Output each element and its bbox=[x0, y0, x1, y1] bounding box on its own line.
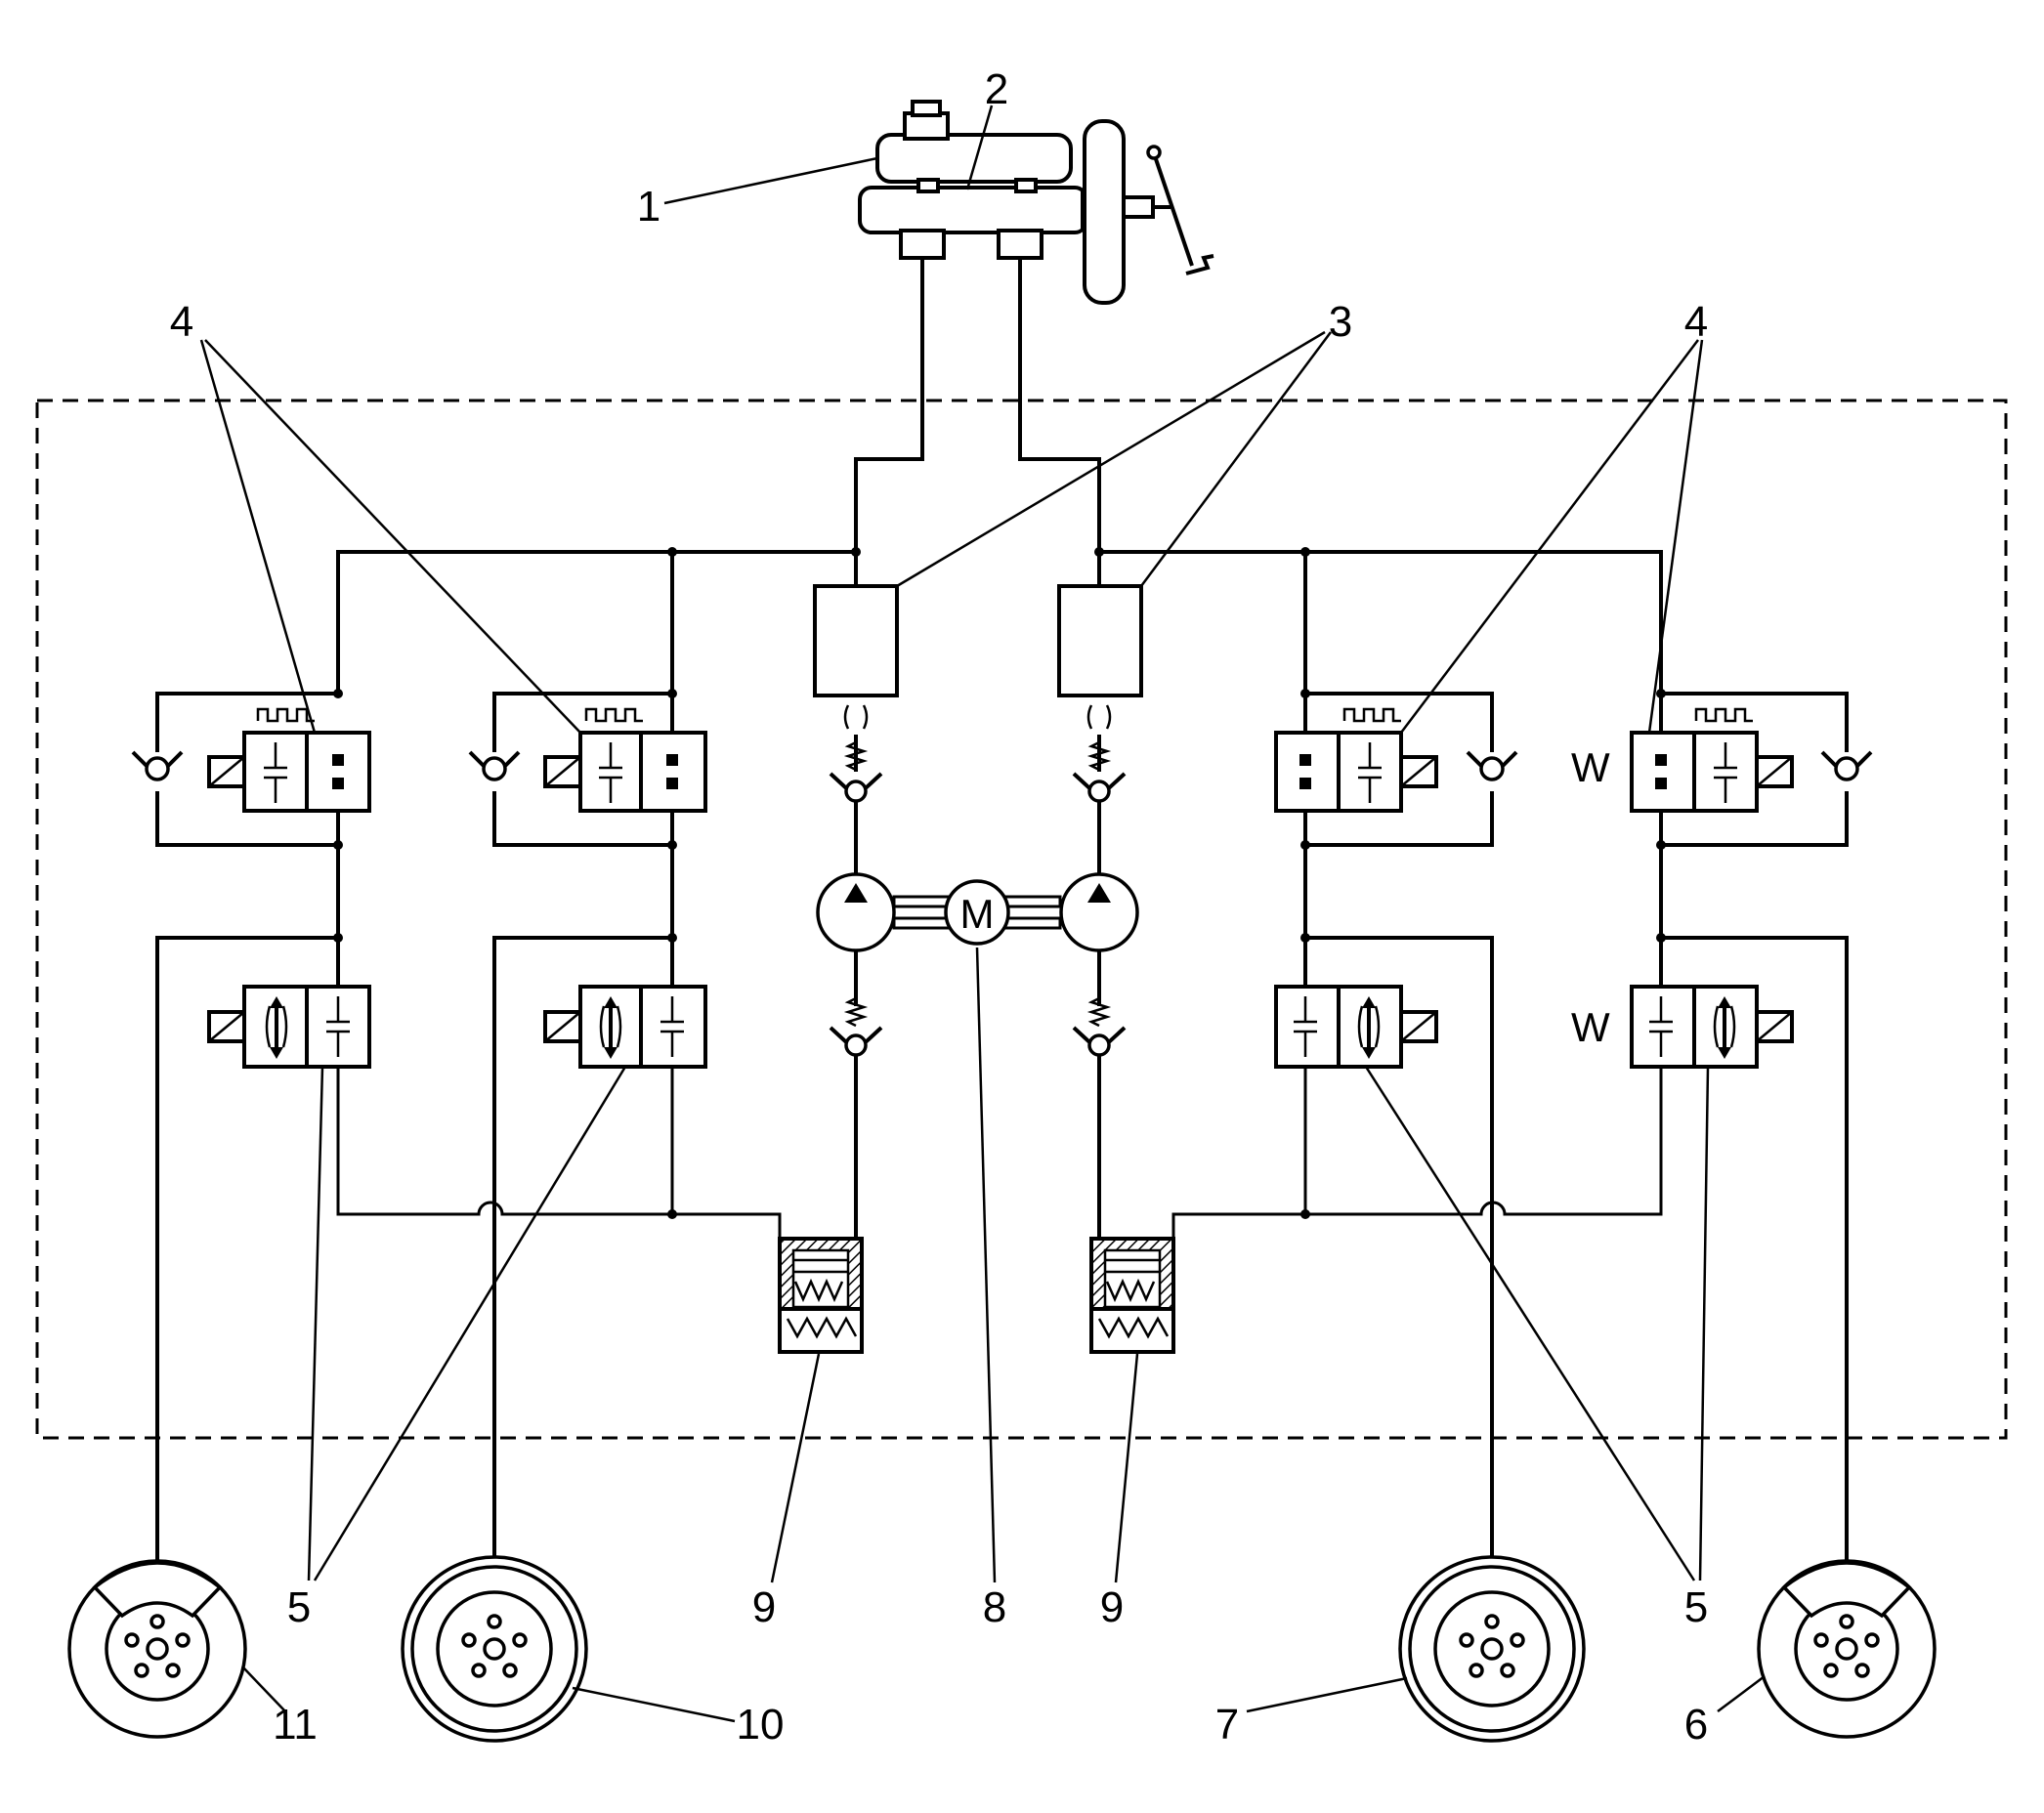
return-line-left bbox=[336, 1067, 782, 1239]
callout-3: 3 bbox=[1329, 298, 1352, 346]
brake-pedal-arm bbox=[1151, 149, 1194, 267]
spring-left-lower bbox=[843, 996, 869, 1028]
brake-pedal-pad bbox=[1185, 254, 1214, 275]
left-distribution-line bbox=[336, 550, 856, 694]
wheel-line-10 bbox=[492, 936, 672, 1568]
inlet-valve-1 bbox=[207, 707, 371, 813]
w-mark-lower: W bbox=[1571, 1004, 1610, 1050]
bypass-check-valve-1 bbox=[131, 750, 184, 781]
w-mark-upper: W bbox=[1571, 744, 1610, 790]
junction-dots bbox=[333, 547, 1666, 1219]
accumulator-left bbox=[778, 1237, 864, 1354]
modulator-boundary bbox=[35, 399, 2008, 1440]
master-cylinder-body bbox=[858, 186, 1088, 234]
outlet-fitting-right bbox=[997, 229, 1043, 260]
wheel-line-6 bbox=[1661, 936, 1849, 1587]
bypass-check-valve-4 bbox=[1820, 750, 1873, 781]
spring-left-upper bbox=[843, 740, 869, 772]
restrictor-right bbox=[1086, 704, 1112, 730]
outlet-valve-3 bbox=[1274, 985, 1438, 1069]
callout-4-right: 4 bbox=[1684, 298, 1708, 346]
callout-9-right: 9 bbox=[1100, 1583, 1124, 1631]
wheel-line-11 bbox=[155, 936, 338, 1587]
supply-line-right bbox=[1018, 258, 1101, 552]
fluid-reservoir bbox=[875, 133, 1073, 184]
callout-5-left: 5 bbox=[287, 1583, 311, 1631]
check-ball-left-lower bbox=[844, 1033, 868, 1057]
bypass-check-valve-2 bbox=[468, 750, 521, 781]
accumulator-right bbox=[1089, 1237, 1175, 1354]
bypass-check-valve-3 bbox=[1466, 750, 1518, 781]
bypass-loop-2 bbox=[492, 692, 672, 847]
callout-9-left: 9 bbox=[752, 1583, 776, 1631]
outlet-valve-4 bbox=[1630, 985, 1794, 1069]
callout-4-left: 4 bbox=[170, 298, 193, 346]
check-ball-right-lower bbox=[1087, 1033, 1111, 1057]
drum-brake-10 bbox=[401, 1555, 588, 1743]
pump-motor-label: M bbox=[960, 891, 995, 937]
disc-brake-11 bbox=[67, 1559, 247, 1739]
callout-7: 7 bbox=[1215, 1701, 1239, 1749]
reservoir-stub-right bbox=[1014, 178, 1038, 193]
callout-10: 10 bbox=[737, 1701, 785, 1749]
outlet-fitting-left bbox=[899, 229, 946, 260]
callout-5-right: 5 bbox=[1684, 1583, 1708, 1631]
pump-motor bbox=[944, 879, 1010, 946]
right-distribution-line bbox=[1099, 550, 1663, 733]
check-ball-left-upper bbox=[844, 780, 868, 803]
reservoir-cap-top bbox=[911, 100, 942, 117]
restrictor-left bbox=[843, 704, 869, 730]
disc-brake-6 bbox=[1757, 1559, 1937, 1739]
inlet-valve-4 bbox=[1630, 707, 1794, 813]
callout-6: 6 bbox=[1684, 1701, 1708, 1749]
pump-circuit-right bbox=[1059, 704, 1139, 1239]
bypass-loop-3 bbox=[1305, 692, 1494, 847]
bypass-loop-4 bbox=[1661, 692, 1849, 847]
callout-11: 11 bbox=[273, 1701, 318, 1749]
pump-circuit-left bbox=[816, 704, 896, 1239]
supply-line-left bbox=[854, 258, 924, 552]
reservoir-stub-left bbox=[916, 178, 940, 193]
return-line-right bbox=[1171, 1067, 1663, 1239]
outlet-valve-1 bbox=[207, 985, 371, 1069]
inlet-valve-2 bbox=[543, 707, 707, 813]
pump-right-arrow bbox=[1087, 883, 1111, 903]
wheel-line-7 bbox=[1305, 936, 1494, 1568]
spring-right-lower bbox=[1086, 996, 1112, 1028]
isolation-valve-right bbox=[1057, 584, 1143, 697]
pump-left-arrow bbox=[844, 883, 868, 903]
check-ball-right-upper bbox=[1087, 780, 1111, 803]
leader-lines bbox=[199, 105, 1766, 1723]
isolation-valve-left bbox=[813, 584, 899, 697]
callout-2: 2 bbox=[985, 65, 1008, 113]
brake-booster bbox=[1083, 119, 1126, 305]
master-cylinder-assembly bbox=[858, 100, 1214, 305]
pedal-pivot bbox=[1146, 145, 1162, 160]
bypass-loop-1 bbox=[155, 692, 338, 847]
drum-brake-7 bbox=[1398, 1555, 1586, 1743]
outlet-valve-2 bbox=[543, 985, 707, 1069]
spring-right-upper bbox=[1086, 740, 1112, 772]
inlet-valve-3 bbox=[1274, 707, 1438, 813]
push-rod bbox=[1122, 195, 1155, 219]
callout-8: 8 bbox=[983, 1583, 1006, 1631]
callout-1: 1 bbox=[637, 183, 660, 231]
